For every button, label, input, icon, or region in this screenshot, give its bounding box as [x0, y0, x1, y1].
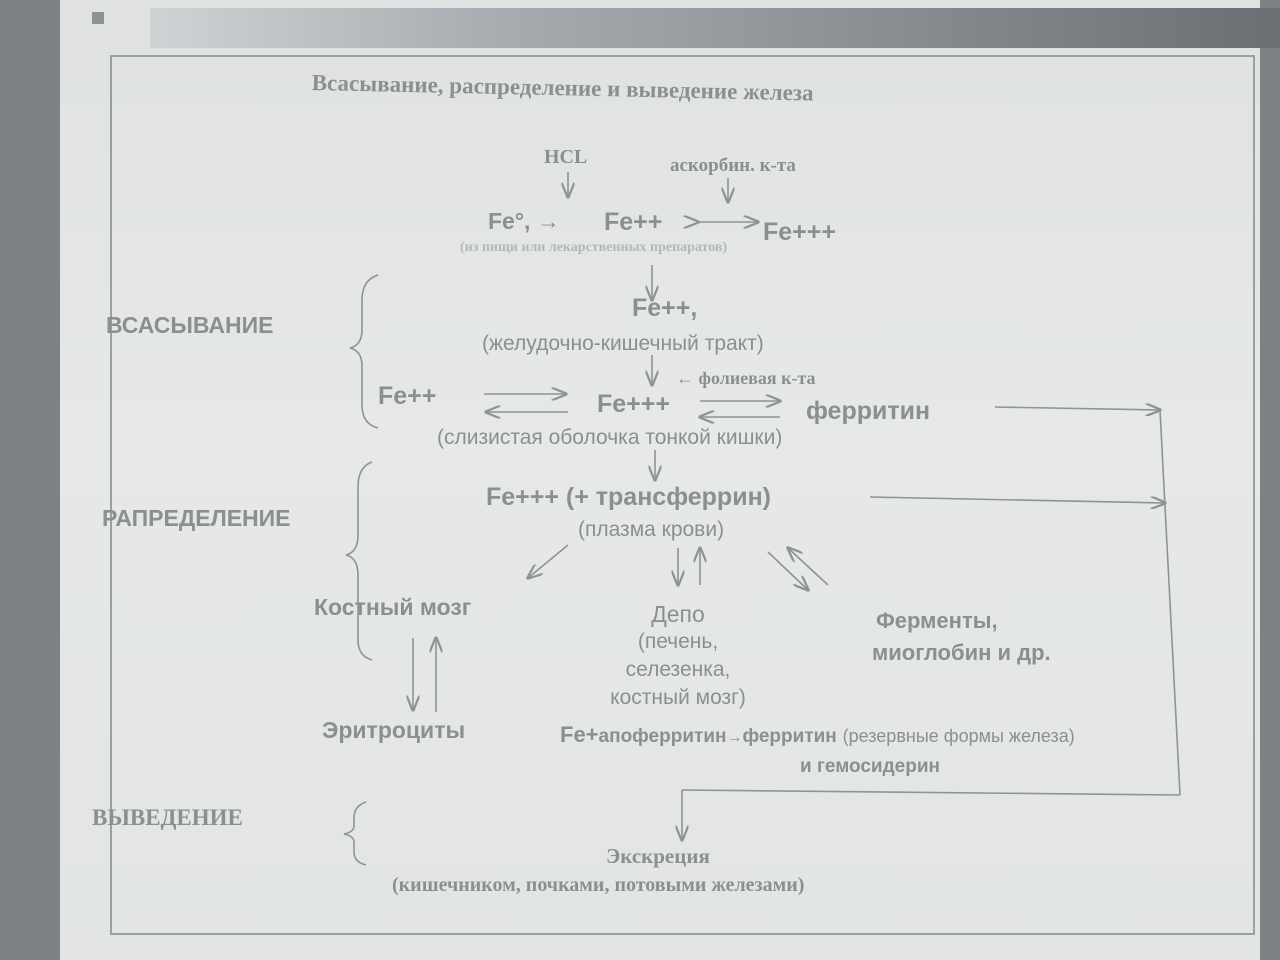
excretion-section-label: ВЫВЕДЕНИЕ: [92, 805, 243, 830]
bottom-return-line: [681, 789, 1181, 796]
apoferritin-line: Fe+апоферритин→ферритин (резервные формы…: [560, 722, 1075, 748]
ferritin-label: ферритин: [806, 397, 931, 425]
mucosa-label: (слизистая оболочка тонкой кишки): [437, 426, 783, 449]
fe-plus-label: Fe+: [560, 722, 599, 747]
slide-top-bar: [150, 8, 1280, 48]
depot-line: (печень,: [637, 630, 719, 653]
transferrin-right-arrow: [869, 496, 1165, 503]
plasma-to-marrow-arrow: [528, 544, 569, 578]
fe2-top: Fe++: [604, 208, 663, 236]
gi-tract-label: (желудочно-кишечный тракт): [482, 332, 764, 355]
distribution-brace: [345, 461, 373, 661]
fe3-mucosa: Fe+++: [597, 390, 670, 418]
depot-line: Депо: [651, 601, 705, 627]
excretion-routes: (кишечником, почками, потовыми железами): [392, 874, 805, 896]
depot-label: Депо (печень, селезенка, костный мозг): [583, 600, 773, 712]
distribution-label: РАПРЕДЕЛЕНИЕ: [102, 505, 291, 531]
ferritin-right-arrow: [994, 407, 1160, 410]
arrow-glyph: →: [726, 729, 743, 746]
plasma-to-enzymes-arrow: [767, 551, 808, 590]
hcl-label: HCL: [544, 146, 588, 168]
reserve-label: (резервные формы железа): [842, 726, 1075, 746]
depot-line: костный мозг): [610, 686, 746, 709]
ascorbic-label: аскорбин. к-та: [670, 155, 796, 176]
ferritin2-label: ферритин: [742, 726, 837, 747]
absorption-label: ВСАСЫВАНИЕ: [106, 312, 274, 338]
fe0-label: Fe°, →: [488, 208, 560, 234]
fe2-mucosa: Fe++: [378, 382, 437, 410]
excretion-label: Экскреция: [606, 844, 710, 868]
hemosiderin-label: и гемосидерин: [800, 756, 940, 777]
bone-marrow-label: Костный мозг: [314, 594, 472, 620]
fe2-gi: Fe++,: [632, 294, 698, 322]
enzymes-to-plasma-arrow: [788, 548, 829, 586]
fe3-top: Fe+++: [763, 218, 836, 246]
absorption-brace: [349, 274, 379, 429]
folic-acid-label: ← фолиевая к-та: [676, 368, 816, 388]
enzymes-label: Ферменты, миоглобин и др.: [872, 605, 1051, 669]
source-note: (из пищи или лекарственных препаратов): [460, 240, 728, 255]
slide-corner-mark: [92, 12, 104, 24]
transferrin-label: Fe+++ (+ трансферрин): [486, 483, 771, 511]
right-return-line: [1159, 409, 1181, 796]
depot-line: селезенка,: [625, 658, 731, 681]
slide-frame: [110, 55, 1255, 935]
enzymes-line: миоглобин и др.: [872, 640, 1051, 665]
plasma-label: (плазма крови): [578, 518, 725, 541]
apoferritin-label: апоферритин: [598, 726, 727, 747]
erythrocytes-label: Эритроциты: [322, 717, 466, 743]
enzymes-line: Ферменты,: [876, 608, 998, 633]
excretion-brace: [343, 801, 367, 866]
